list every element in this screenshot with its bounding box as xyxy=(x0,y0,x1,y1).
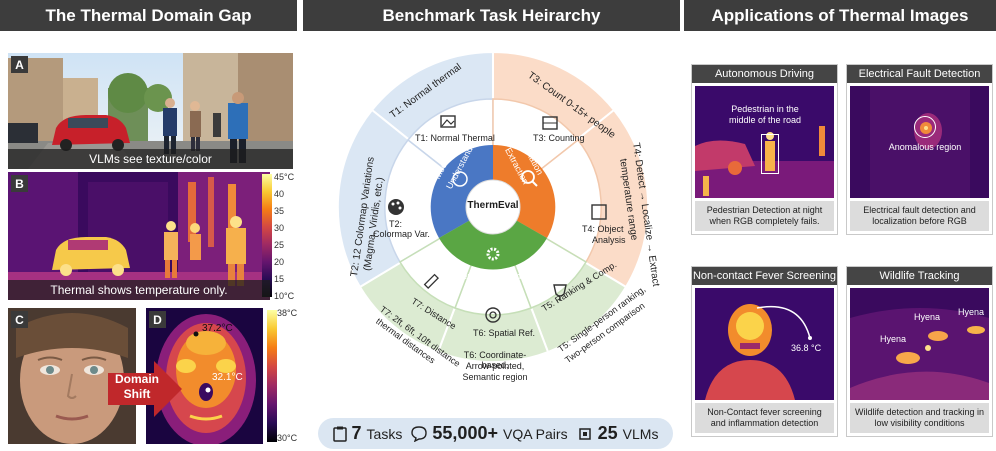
task-label-t4-1: T4: Object xyxy=(582,224,624,234)
palette-icon xyxy=(388,199,404,215)
app-wildlife-annotation-2: Hyena xyxy=(958,307,985,317)
app-autonomous-driving: Autonomous Driving Pedestrian in the mid… xyxy=(691,64,838,235)
app-autonomous-caption-2: when RGB completely fails. xyxy=(709,216,820,226)
panel-d-temp-nose: 32.1°C xyxy=(212,372,243,383)
app-autonomous-caption-1: Pedestrian Detection at night xyxy=(706,205,823,215)
app-wildlife-tracking: Wildlife Tracking Hyena Hyena Hyena Wild… xyxy=(846,266,993,437)
app-autonomous-driving-image: Pedestrian in the middle of the road xyxy=(695,86,834,198)
app-wildlife-tracking-image: Hyena Hyena Hyena xyxy=(850,288,989,400)
app-autonomous-annotation-2: middle of the road xyxy=(728,115,802,125)
anomaly-circle xyxy=(914,116,936,138)
panel-b-scale-20: 20 xyxy=(274,257,285,267)
task-label-t4-2: Analysis xyxy=(592,235,626,245)
object-box-icon xyxy=(591,204,607,220)
app-fever-annotation: 36.8 °C xyxy=(791,343,822,353)
app-wildlife-annotation-1: Hyena xyxy=(914,312,941,322)
panel-d-scale-bottom: 30°C xyxy=(277,433,298,443)
clipboard-icon xyxy=(332,426,347,442)
speech-bubble-icon xyxy=(411,425,428,442)
app-autonomous-annotation-1: Pedestrian in the xyxy=(731,104,799,114)
pedestrian-box xyxy=(761,134,779,174)
panel-label-a: A xyxy=(11,56,28,73)
app-wildlife-caption-2: low visibility conditions xyxy=(874,418,965,428)
app-electrical-caption-1: Electrical fault detection and xyxy=(863,205,976,215)
panel-label-c: C xyxy=(11,311,28,328)
stat-tasks-label: Tasks xyxy=(366,425,403,442)
outer-label-t6-1: T6: Coordinate-based, xyxy=(463,350,527,370)
panel-a-caption: VLMs see texture/color xyxy=(8,149,293,169)
gear-icon xyxy=(486,247,500,261)
panel-b-scale-45: 45°C xyxy=(274,172,295,182)
outer-label-t6-3: Semantic region xyxy=(462,372,528,382)
domain-shift-label-line2: Shift xyxy=(123,387,151,401)
app-electrical-fault-image: Anomalous region xyxy=(850,86,989,198)
magnifier-icon xyxy=(521,170,535,184)
app-fever-caption-2: and inflammation detection xyxy=(710,418,819,428)
inner-label-reasoning: Thermal Reasoning xyxy=(451,271,535,281)
panel-d-scale-top: 38°C xyxy=(277,308,298,318)
task-label-t2-1: T2: xyxy=(389,219,403,229)
stat-vqa: 55,000+ VQA Pairs xyxy=(411,423,568,444)
brain-icon xyxy=(452,171,468,187)
target-icon xyxy=(485,307,501,323)
app-fever-screening-image: 36.8 °C xyxy=(695,288,834,400)
app-fever-caption-1: Non-Contact fever screening xyxy=(707,407,822,417)
panel-a-rgb-street: A VLMs see texture/color xyxy=(8,53,293,169)
panel-b-scale-25: 25 xyxy=(274,240,285,250)
panel-b-scale-15: 15 xyxy=(274,274,285,284)
app-wildlife-caption-1: Wildlife detection and tracking in xyxy=(854,407,985,417)
trophy-icon xyxy=(553,284,567,297)
domain-shift-arrow-icon xyxy=(108,361,182,417)
app-electrical-annotation: Anomalous region xyxy=(888,142,962,152)
task-hierarchy-wheel xyxy=(338,50,648,364)
stat-vlms: 25 VLMs xyxy=(577,423,659,444)
panel-d-colorbar xyxy=(267,310,277,442)
header-benchmark-task-hierarchy: Benchmark Task Heirarchy xyxy=(303,0,680,31)
domain-shift-label-line1: Domain xyxy=(114,372,159,386)
inner-sector-reasoning xyxy=(439,207,547,270)
stats-bar: 7 Tasks 55,000+ VQA Pairs 25 VLMs xyxy=(318,418,673,449)
task-label-t1: T1: Normal Thermal xyxy=(415,133,495,143)
stat-tasks: 7 Tasks xyxy=(332,423,403,444)
app-wildlife-annotation-3: Hyena xyxy=(880,334,907,344)
panel-b-scale-40: 40 xyxy=(274,189,285,199)
stat-tasks-value: 7 xyxy=(351,423,362,443)
panel-b-scale-30: 30 xyxy=(274,223,285,233)
header-thermal-domain-gap: The Thermal Domain Gap xyxy=(0,0,297,31)
stat-vlms-label: VLMs xyxy=(622,425,659,442)
task-label-t3: T3: Counting xyxy=(533,133,585,143)
app-fever-screening: Non-contact Fever Screening 36.8 °C Non-… xyxy=(691,266,838,437)
panel-b-colorbar xyxy=(262,174,272,297)
center-circle xyxy=(465,179,521,235)
header-applications: Applications of Thermal Images xyxy=(684,0,996,31)
task-label-t2-2: Colormap Var. xyxy=(373,229,430,239)
chip-icon xyxy=(578,427,591,440)
stat-vqa-label: VQA Pairs xyxy=(502,425,568,442)
panel-b-caption: Thermal shows temperature only. xyxy=(8,280,270,300)
panel-b-thermal-street: B Thermal shows temperature only. xyxy=(8,172,270,300)
app-electrical-caption-2: localization before RGB xyxy=(872,216,967,226)
temperature-arc xyxy=(756,305,812,340)
panel-label-b: B xyxy=(11,175,28,192)
image-icon xyxy=(440,115,456,128)
app-autonomous-driving-title: Autonomous Driving xyxy=(692,65,837,83)
ruler-icon xyxy=(423,273,439,289)
app-electrical-fault: Electrical Fault Detection Anomalous reg… xyxy=(846,64,993,235)
panel-b-scale-35: 35 xyxy=(274,206,285,216)
outer-label-t6-2: Arrow-pointed, xyxy=(465,361,525,371)
app-fever-screening-title: Non-contact Fever Screening xyxy=(692,267,837,285)
app-electrical-fault-title: Electrical Fault Detection xyxy=(847,65,992,83)
panel-b-scale-10: 10°C xyxy=(274,291,295,301)
panel-d-temp-forehead: 37.2°C xyxy=(202,323,233,334)
app-wildlife-tracking-title: Wildlife Tracking xyxy=(847,267,992,285)
task-label-t6: T6: Spatial Ref. xyxy=(473,328,536,338)
stat-vlms-value: 25 xyxy=(597,423,618,443)
stat-vqa-value: 55,000+ xyxy=(432,423,498,443)
wheel-center-label: ThermEval xyxy=(467,200,519,211)
panel-label-d: D xyxy=(149,311,166,328)
